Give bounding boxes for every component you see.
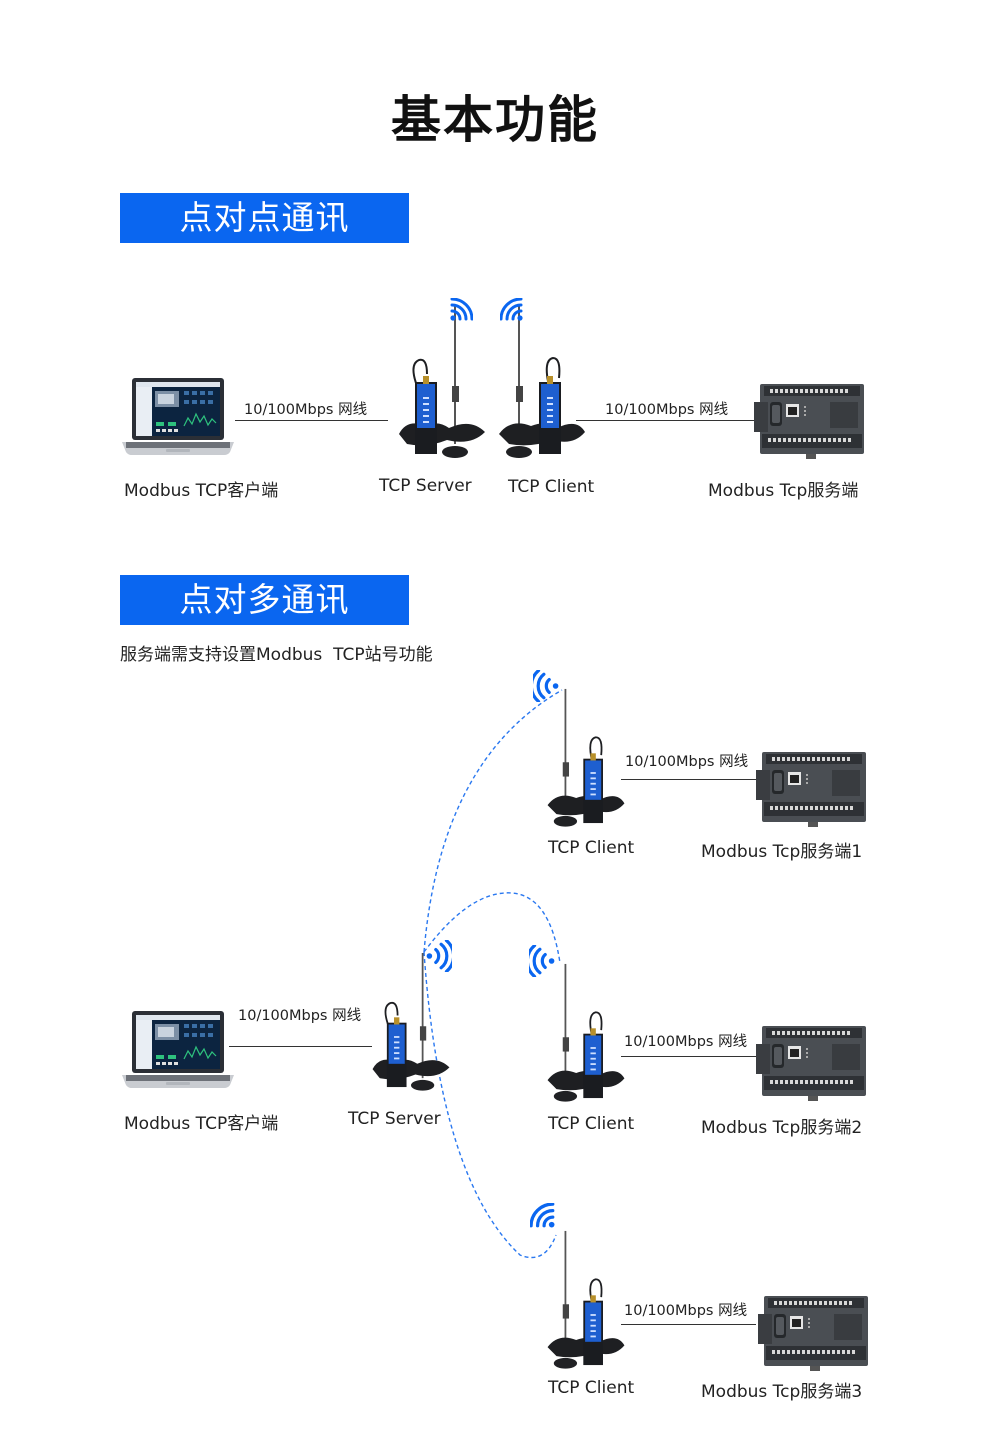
wifi-signal-icon bbox=[500, 298, 524, 322]
node-label-tcp-client: TCP Client bbox=[548, 1114, 635, 1134]
node-label-modbus-client: Modbus TCP客户端 bbox=[124, 481, 279, 501]
section-note: 服务端需支持设置Modbus TCP站号功能 bbox=[120, 645, 433, 665]
node-label-modbus-server: Modbus Tcp服务端3 bbox=[701, 1382, 863, 1402]
node-label-modbus-server: Modbus Tcp服务端2 bbox=[701, 1118, 863, 1138]
ethernet-cable-line bbox=[621, 1324, 756, 1325]
wireless-router-icon bbox=[397, 294, 487, 464]
section-banner-point-to-multipoint: 点对多通讯 bbox=[120, 575, 409, 625]
cable-label: 10/100Mbps 网线 bbox=[244, 402, 368, 418]
ethernet-cable-line bbox=[576, 420, 754, 421]
laptop-icon bbox=[122, 1009, 234, 1089]
wireless-router-icon bbox=[541, 955, 631, 1107]
wireless-router-icon bbox=[541, 680, 631, 832]
node-label-tcp-server: TCP Server bbox=[348, 1109, 441, 1129]
node-label-modbus-server: Modbus Tcp服务端1 bbox=[701, 842, 863, 862]
wifi-signal-icon bbox=[426, 940, 452, 972]
laptop-icon bbox=[122, 376, 234, 456]
cable-label: 10/100Mbps 网线 bbox=[238, 1008, 362, 1024]
cable-label: 10/100Mbps 网线 bbox=[624, 1303, 748, 1319]
node-label-modbus-client: Modbus TCP客户端 bbox=[124, 1114, 279, 1134]
node-label-tcp-server: TCP Server bbox=[379, 476, 472, 496]
ethernet-cable-line bbox=[621, 1056, 756, 1057]
plc-controller-icon bbox=[758, 1292, 870, 1372]
cable-label: 10/100Mbps 网线 bbox=[625, 754, 749, 770]
ethernet-cable-line bbox=[229, 1046, 372, 1047]
plc-controller-icon bbox=[756, 748, 868, 828]
plc-controller-icon bbox=[756, 1022, 868, 1102]
node-label-modbus-server: Modbus Tcp服务端 bbox=[708, 481, 859, 501]
wireless-router-icon bbox=[541, 1222, 631, 1374]
page-title: 基本功能 bbox=[391, 91, 599, 149]
node-label-tcp-client: TCP Client bbox=[508, 477, 595, 497]
node-label-tcp-client: TCP Client bbox=[548, 1378, 635, 1398]
ethernet-cable-line bbox=[621, 779, 756, 780]
plc-controller-icon bbox=[754, 380, 866, 460]
node-label-tcp-client: TCP Client bbox=[548, 838, 635, 858]
cable-label: 10/100Mbps 网线 bbox=[624, 1034, 748, 1050]
section-banner-point-to-point: 点对点通讯 bbox=[120, 193, 409, 243]
ethernet-cable-line bbox=[235, 420, 388, 421]
cable-label: 10/100Mbps 网线 bbox=[605, 402, 729, 418]
wifi-signal-icon bbox=[449, 298, 473, 322]
